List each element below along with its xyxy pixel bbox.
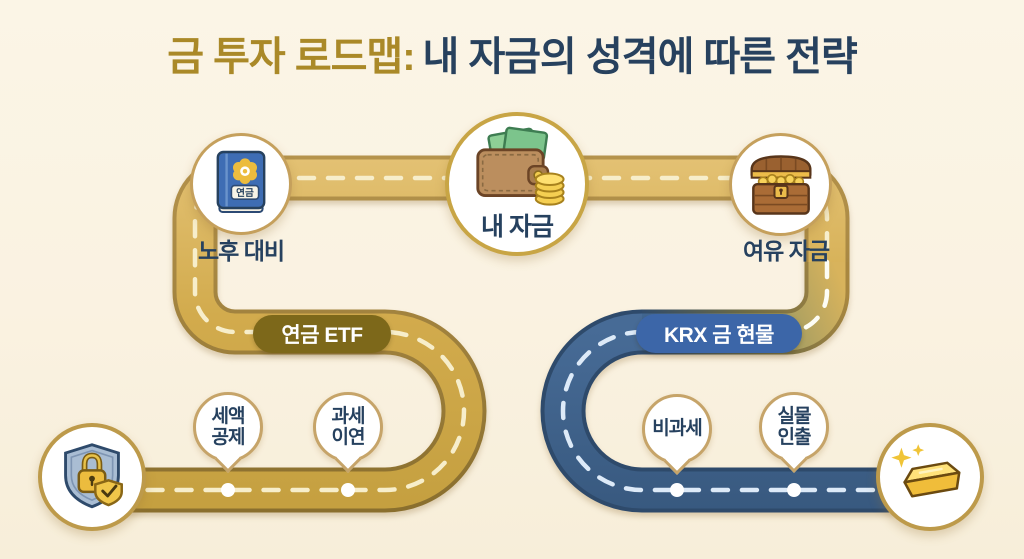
- pension-book-icon: 연금: [216, 150, 266, 213]
- spare-funds-label: 여유 자금: [742, 238, 830, 264]
- book-cover-label: 연금: [236, 188, 254, 199]
- tax-deferral-pin: 과세 이연: [313, 392, 383, 462]
- title-highlight: 금 투자 로드맵:: [167, 35, 415, 79]
- title-rest: 내 자금의 성격에 따른 전략: [422, 35, 858, 79]
- pin-line: 비과세: [652, 418, 702, 440]
- pension-etf-badge: 연금 ETF: [253, 315, 391, 353]
- tax-free-pin: 비과세: [642, 394, 712, 464]
- right-road-dashes-blue: [560, 329, 935, 493]
- tax-credit-pin: 세액 공제: [193, 392, 263, 462]
- pin-line: 세액: [211, 405, 246, 427]
- pin-line: 과세: [331, 405, 366, 427]
- pension-book-node: 연금: [190, 133, 292, 235]
- stop-dot-tax-credit: [221, 483, 235, 497]
- stop-dot-tax-defer: [341, 483, 355, 497]
- my-funds-label: 내 자금: [481, 213, 554, 241]
- flower-emblem: [233, 158, 257, 184]
- krx-gold-badge: KRX 금 현물: [636, 314, 802, 353]
- gold-bar-icon: [891, 444, 961, 498]
- physical-withdrawal-pin: 실물 인출: [759, 392, 829, 462]
- my-funds-node: 내 자금: [445, 112, 589, 256]
- retirement-label: 노후 대비: [197, 238, 285, 264]
- stop-dot-tax-free: [670, 483, 684, 497]
- pin-line: 인출: [777, 427, 812, 448]
- page-title: 금 투자 로드맵:내 자금의 성격에 따른 전략: [0, 24, 1024, 82]
- shield-lock-icon: [64, 443, 123, 509]
- treasure-chest-node: [729, 133, 832, 236]
- stop-dot-physical: [787, 483, 801, 497]
- treasure-chest-icon: [749, 154, 812, 215]
- pin-line: 이연: [331, 427, 366, 448]
- safety-shield-node: [38, 423, 146, 531]
- pin-line: 실물: [777, 405, 812, 427]
- gold-bar-node: [876, 423, 984, 531]
- wallet-coins-icon: [476, 126, 565, 206]
- pin-line: 공제: [211, 427, 246, 448]
